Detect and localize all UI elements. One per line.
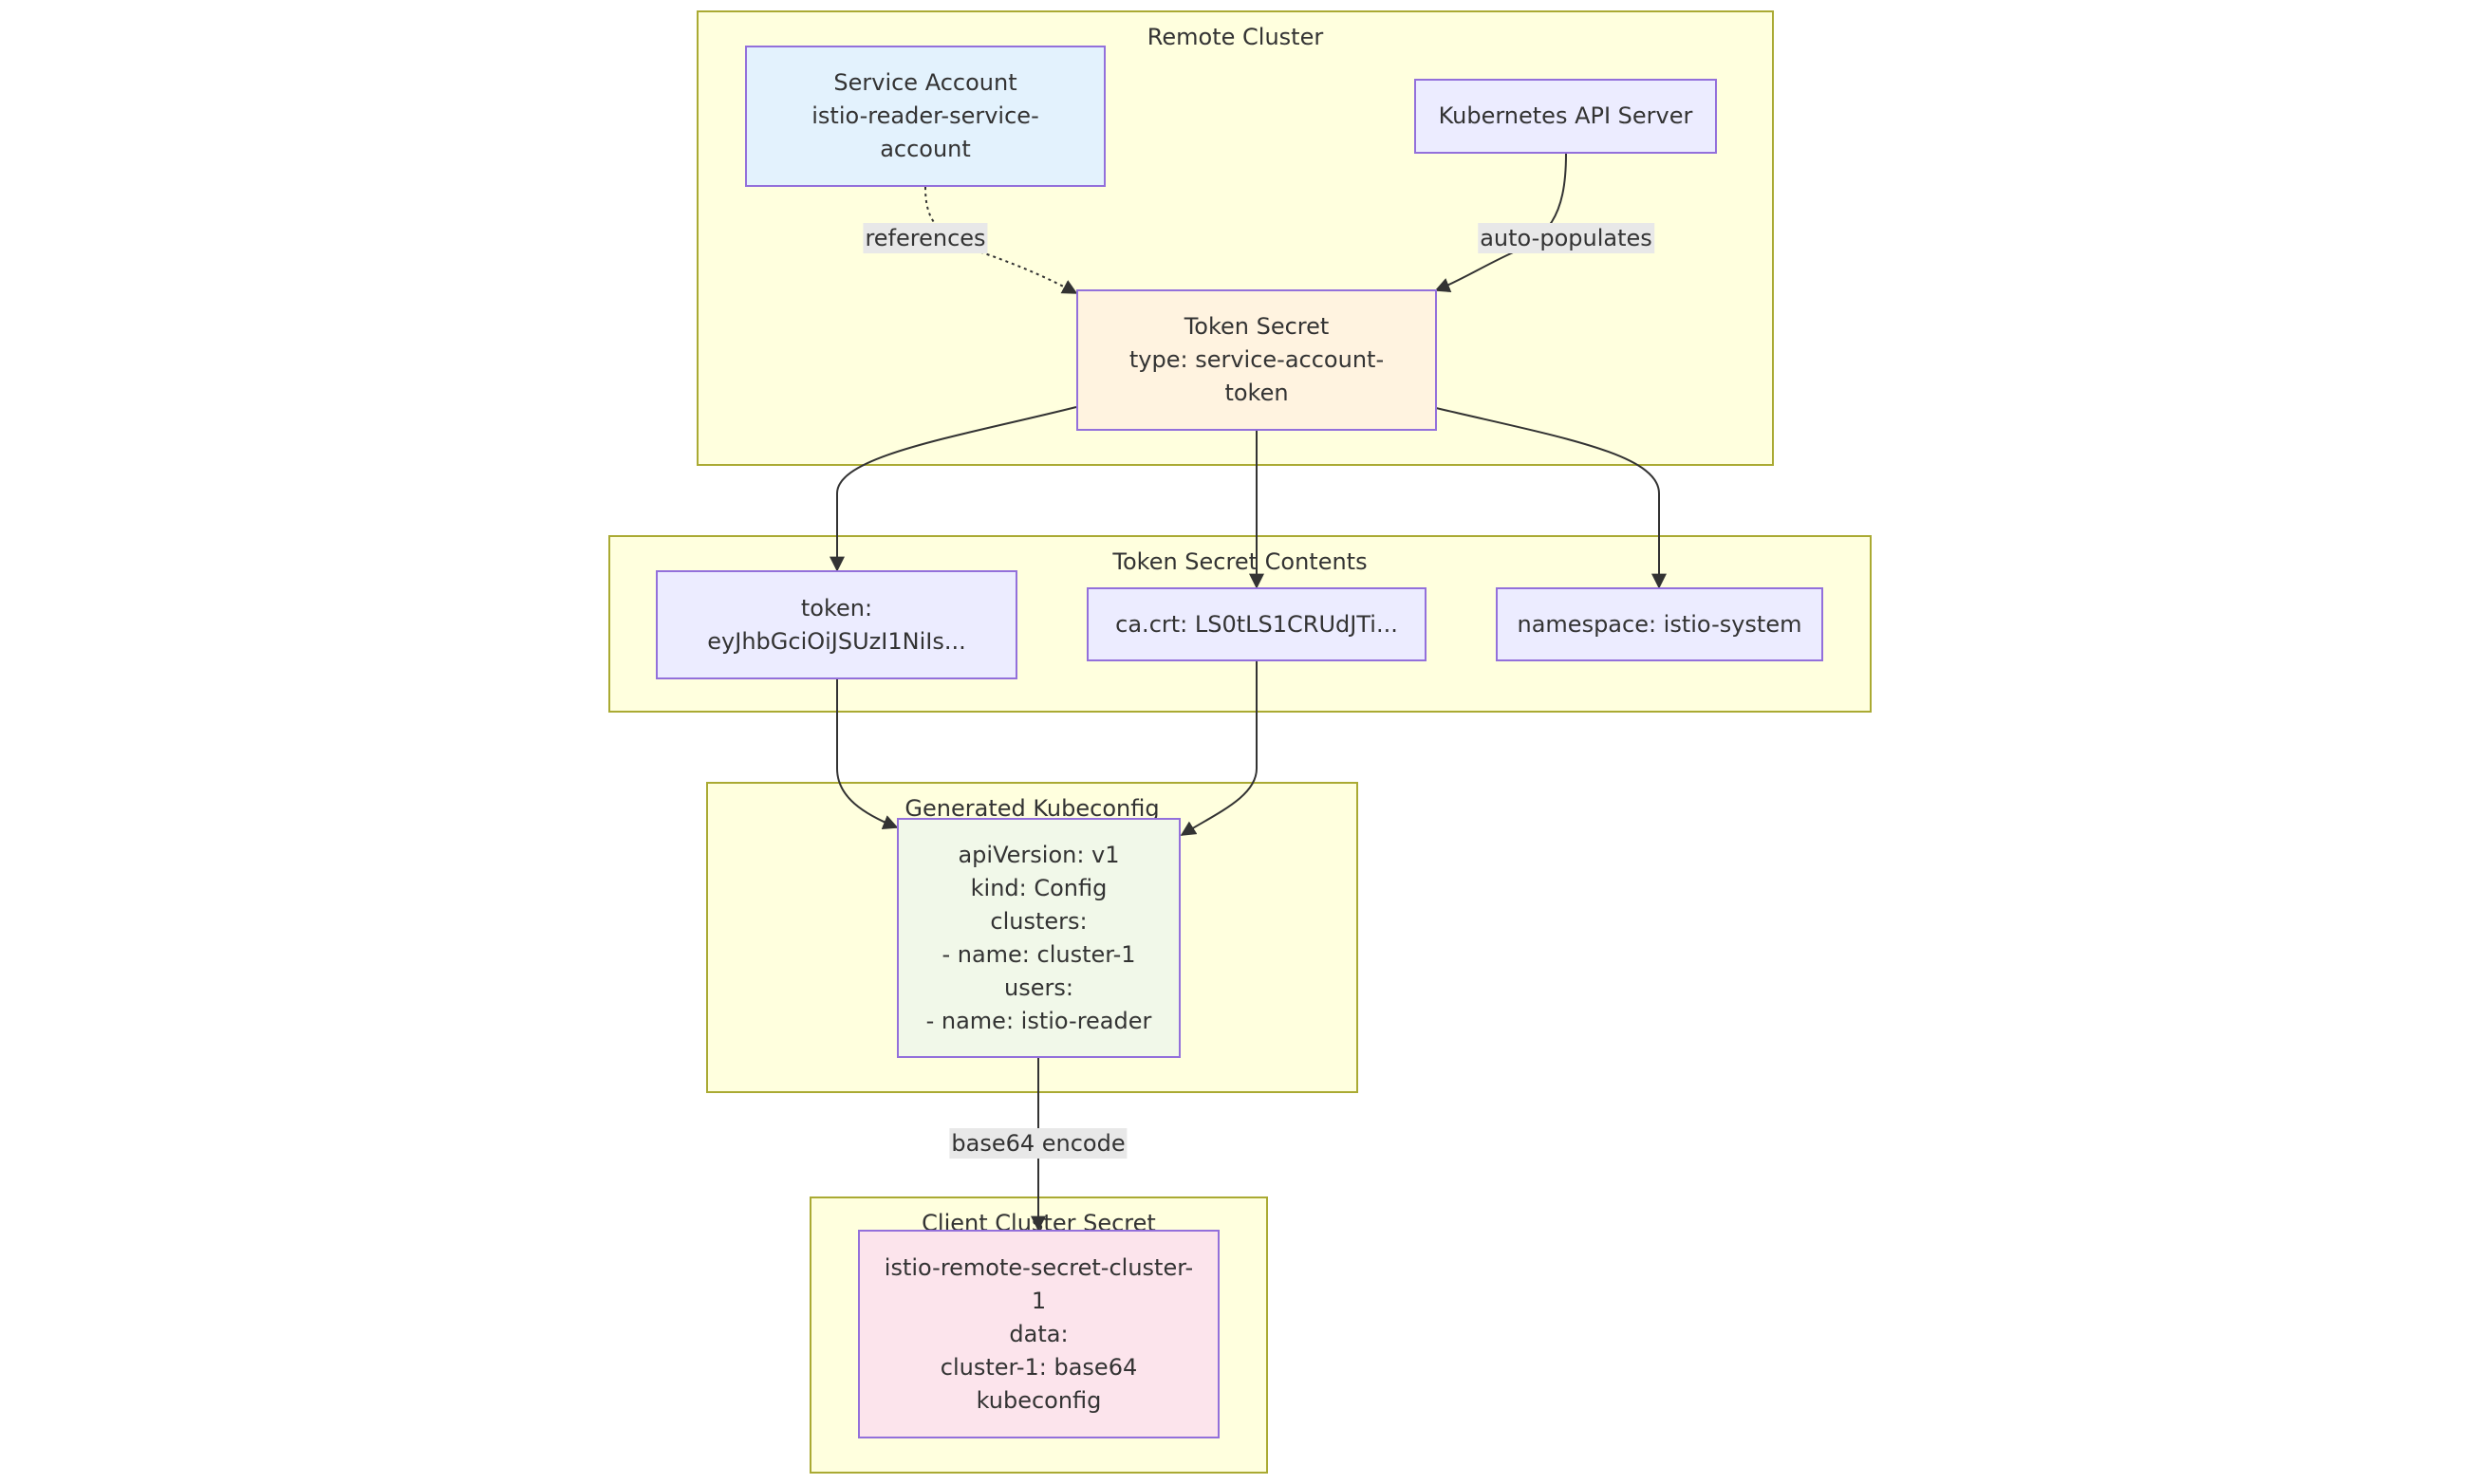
node-token: token: eyJhbGciOiJSUzI1NiIs...: [656, 570, 1017, 679]
node-ca-crt-line-1: ca.crt: LS0tLS1CRUdJTi...: [1115, 610, 1398, 638]
cluster-title-remote: Remote Cluster: [1147, 24, 1324, 50]
edge-service-account-to-token-secret: [924, 186, 1078, 294]
node-kubeconfig: apiVersion: v1 kind: Config clusters: - …: [897, 818, 1181, 1058]
edge-label-auto-populates: auto-populates: [1478, 223, 1654, 253]
node-service-account-line-1: Service Account: [833, 69, 1017, 96]
node-token-line-2: eyJhbGciOiJSUzI1NiIs...: [707, 627, 966, 655]
node-client-secret-line-5: kubeconfig: [976, 1386, 1102, 1414]
edge-api-server-to-token-secret: [1434, 153, 1567, 292]
node-client-secret-line-1: istio-remote-secret-cluster-: [884, 1253, 1194, 1281]
cluster-title-kubeconfig: Generated Kubeconfig: [904, 795, 1160, 822]
node-kubeconfig-line-4: - name: cluster-1: [942, 940, 1136, 968]
node-client-secret-line-2: 1: [1031, 1287, 1047, 1314]
node-token-secret-line-2: type: service-account-: [1128, 346, 1385, 373]
node-namespace: namespace: istio-system: [1496, 587, 1823, 661]
node-kubeconfig-line-5: users:: [1004, 974, 1073, 1001]
node-client-secret-line-3: data:: [1009, 1320, 1069, 1347]
node-api-server-line-1: Kubernetes API Server: [1438, 102, 1693, 129]
edge-token-secret-to-namespace: [1435, 407, 1667, 589]
node-client-cluster-secret: istio-remote-secret-cluster- 1 data: clu…: [858, 1230, 1220, 1438]
node-service-account: Service Account istio-reader-service- ac…: [745, 46, 1106, 187]
node-token-secret-line-3: token: [1224, 380, 1289, 406]
edge-token-secret-to-token: [830, 406, 1077, 572]
node-client-secret-line-4: cluster-1: base64: [940, 1353, 1138, 1381]
node-token-secret-line-1: Token Secret: [1184, 313, 1330, 340]
edge-label-references: references: [863, 223, 988, 253]
node-service-account-line-3: account: [880, 136, 971, 162]
node-ca-crt: ca.crt: LS0tLS1CRUdJTi...: [1087, 587, 1426, 661]
node-kubernetes-api-server: Kubernetes API Server: [1414, 79, 1717, 154]
cluster-title-contents: Token Secret Contents: [1112, 548, 1368, 575]
node-kubeconfig-line-3: clusters:: [990, 907, 1088, 935]
node-token-secret: Token Secret type: service-account- toke…: [1076, 289, 1437, 431]
node-kubeconfig-line-1: apiVersion: v1: [958, 841, 1120, 868]
node-service-account-line-2: istio-reader-service-: [811, 102, 1039, 129]
edge-label-base64-encode: base64 encode: [949, 1128, 1128, 1159]
edge-token-to-kubeconfig: [836, 679, 899, 830]
node-token-line-1: token:: [800, 594, 873, 621]
node-kubeconfig-line-2: kind: Config: [970, 874, 1108, 901]
node-namespace-line-1: namespace: istio-system: [1517, 610, 1802, 638]
node-kubeconfig-line-6: - name: istio-reader: [925, 1007, 1152, 1034]
edge-ca-crt-to-kubeconfig: [1180, 661, 1258, 836]
